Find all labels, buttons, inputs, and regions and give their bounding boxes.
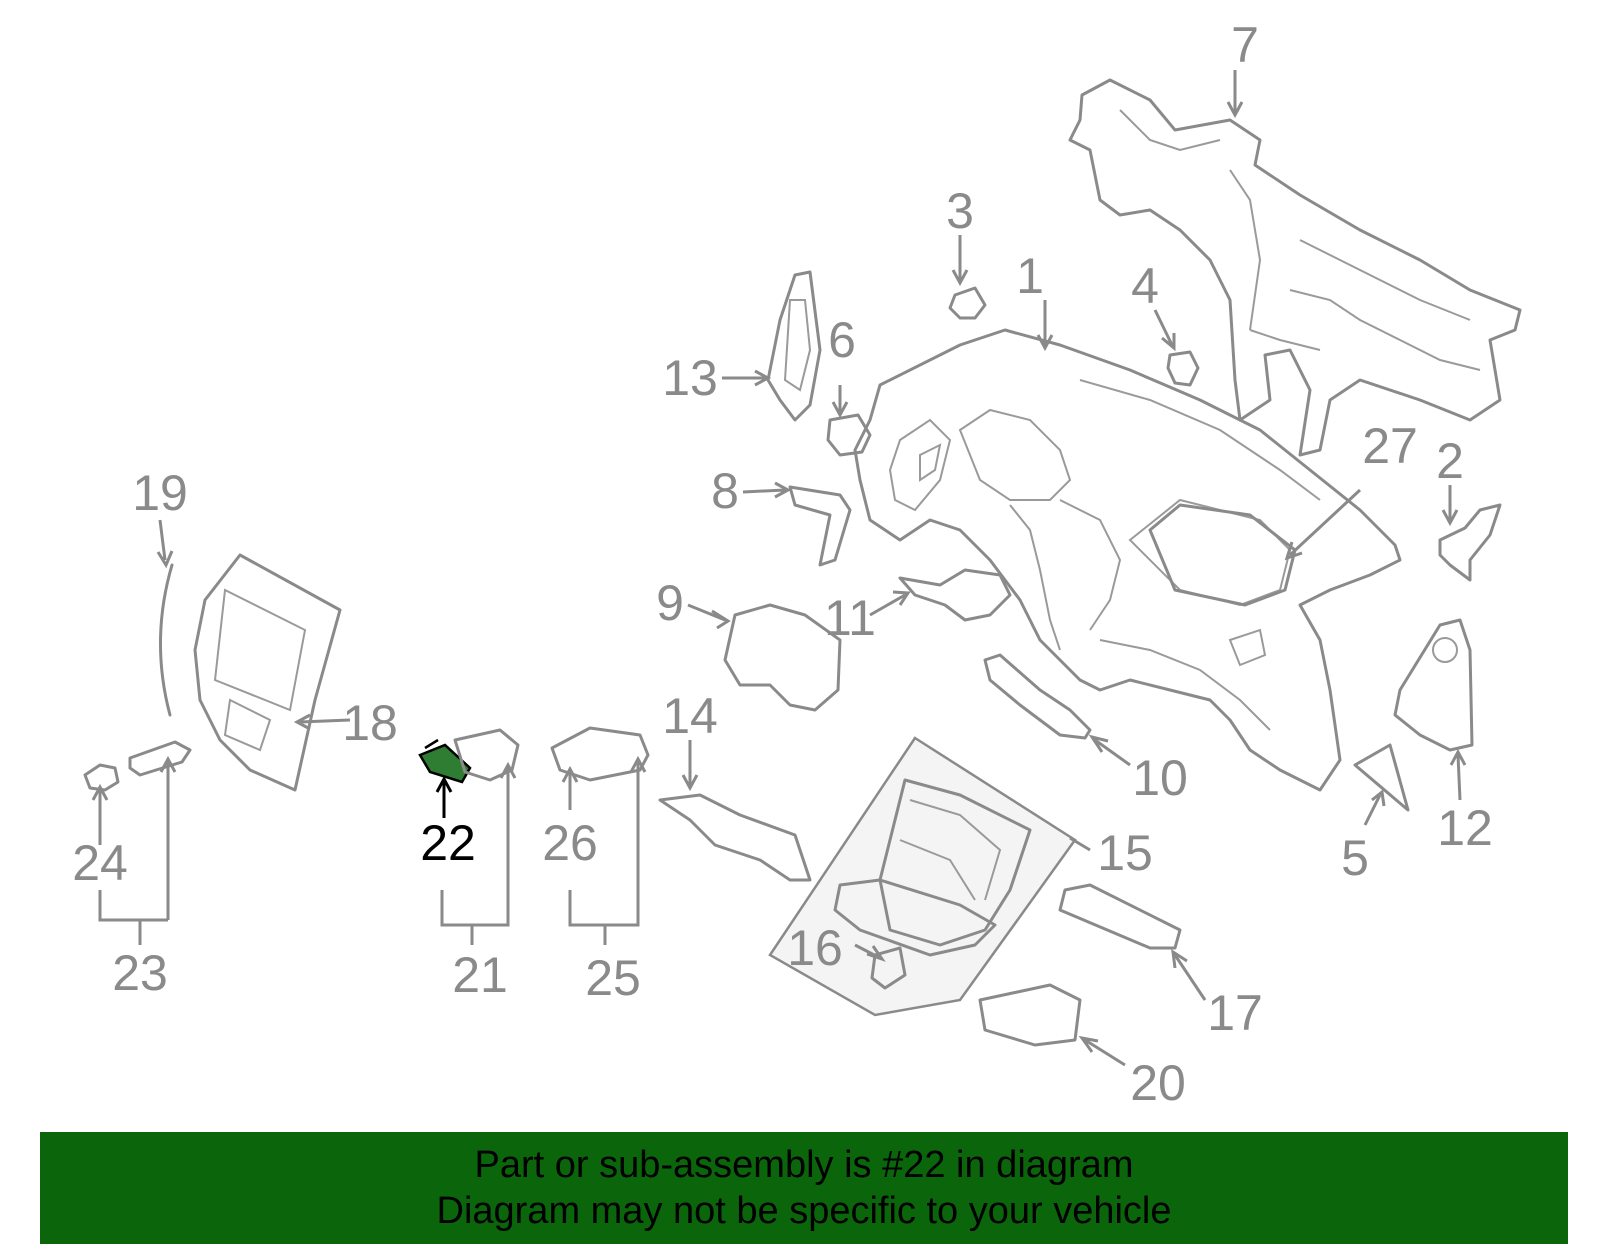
callout-6: 6 [828, 312, 856, 368]
callout-21: 21 [452, 947, 508, 1003]
callout-7: 7 [1231, 17, 1259, 73]
part-26-assembly[interactable] [550, 726, 650, 782]
callout-15: 15 [1097, 825, 1153, 881]
part-27-cover[interactable] [1148, 503, 1297, 607]
callout-25: 25 [585, 950, 641, 1006]
part-3-bracket[interactable] [948, 286, 987, 320]
callout-23: 23 [112, 945, 168, 1001]
callout-17: 17 [1207, 985, 1263, 1041]
callout-18: 18 [342, 695, 398, 751]
callout-26: 26 [542, 815, 598, 871]
callout-2: 2 [1436, 433, 1464, 489]
part-6-vent[interactable] [826, 413, 872, 457]
part-20-bin[interactable] [978, 983, 1082, 1047]
callout-4: 4 [1131, 258, 1159, 314]
banner-line-1: Part or sub-assembly is #22 in diagram [474, 1144, 1134, 1186]
part-7-reinforcement[interactable] [1068, 78, 1522, 457]
parts-diagram: 1 2 3 4 5 6 7 8 9 10 11 12 13 14 15 16 1… [72, 17, 1522, 1111]
part-10-reinforcement[interactable] [983, 653, 1092, 740]
part-11-cover[interactable] [898, 568, 1012, 622]
part-9-cluster-hood[interactable] [723, 603, 842, 712]
callout-labels: 1 2 3 4 5 6 7 8 9 10 11 12 13 14 15 16 1… [72, 17, 1493, 1111]
callout-1: 1 [1016, 248, 1044, 304]
callout-12: 12 [1437, 800, 1493, 856]
part-15-glove-box-group[interactable] [768, 736, 1077, 1017]
callout-11: 11 [824, 590, 876, 646]
callout-13: 13 [662, 350, 718, 406]
part-12-end-cover[interactable] [1393, 618, 1474, 752]
callout-16: 16 [787, 920, 843, 976]
callout-19: 19 [132, 465, 188, 521]
part-19-trim-strip[interactable] [158, 563, 174, 717]
leader-lines [91, 70, 1467, 1067]
callout-20: 20 [1130, 1055, 1186, 1111]
part-22-highlighted[interactable] [418, 738, 472, 784]
callout-22: 22 [420, 815, 476, 871]
part-4-bracket[interactable] [1166, 350, 1200, 387]
part-8-trim[interactable] [788, 485, 852, 567]
callout-9: 9 [656, 575, 684, 631]
part-2-bracket[interactable] [1438, 503, 1502, 582]
part-13-side-cover[interactable] [766, 270, 822, 422]
callout-27: 27 [1362, 418, 1418, 474]
part-5-cap[interactable] [1353, 743, 1410, 812]
info-banner: Part or sub-assembly is #22 in diagram D… [40, 1132, 1568, 1244]
callout-3: 3 [946, 183, 974, 239]
part-14-reinforcement[interactable] [658, 793, 812, 882]
banner-line-2: Diagram may not be specific to your vehi… [436, 1190, 1172, 1232]
part-17-glove-box-door[interactable] [1058, 883, 1182, 950]
part-18-center-bezel[interactable] [193, 553, 342, 792]
part-1-instrument-panel[interactable] [853, 328, 1402, 792]
part-23-switch[interactable] [128, 740, 192, 777]
part-24-switch[interactable] [83, 763, 120, 792]
callout-8: 8 [711, 463, 739, 519]
callout-10: 10 [1132, 750, 1188, 806]
callout-14: 14 [662, 688, 718, 744]
callout-24: 24 [72, 835, 128, 891]
callout-5: 5 [1341, 830, 1369, 886]
